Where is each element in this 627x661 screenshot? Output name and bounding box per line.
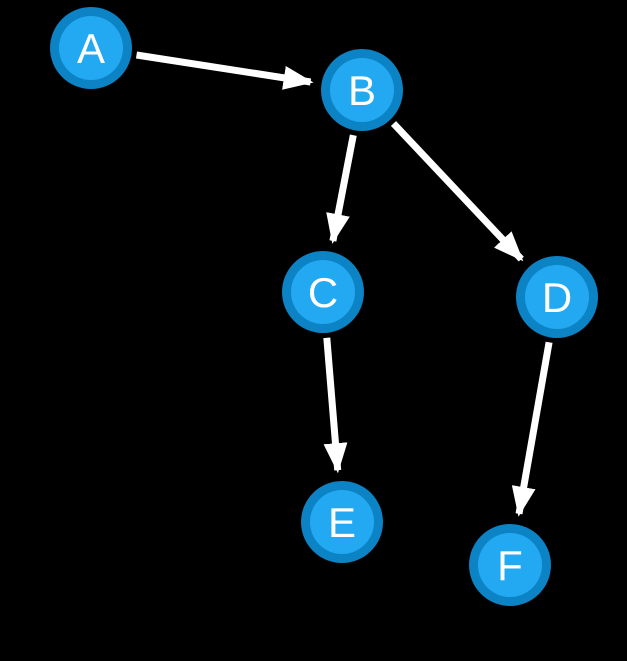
graph-node-F[interactable]: F [469,524,551,606]
node-body [478,533,542,597]
node-body [525,265,589,329]
node-body [310,490,374,554]
edge-arrow-D-F [511,341,553,517]
graph-node-E[interactable]: E [301,481,383,563]
edge-arrow-A-B [135,51,314,90]
edge-arrow-B-C [326,134,357,244]
node-body [59,16,123,80]
edge-arrow-C-E [323,337,348,474]
graph-node-A[interactable]: A [50,7,132,89]
nodes-layer: A B C D E F [50,7,598,606]
edges-layer [135,51,553,517]
graph-node-B[interactable]: B [321,49,403,131]
graph-node-D[interactable]: D [516,256,598,338]
edge-arrow-B-D [390,121,524,262]
node-body [291,260,355,324]
graph-node-C[interactable]: C [282,251,364,333]
node-body [330,58,394,122]
